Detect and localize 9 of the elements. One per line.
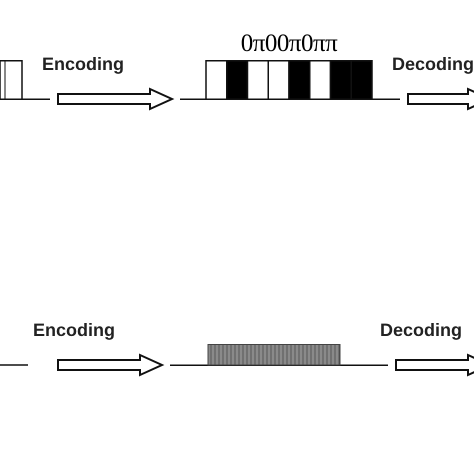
- arrow: [57, 353, 164, 377]
- edge-label: Encoding: [42, 54, 124, 74]
- arrow: [57, 87, 174, 111]
- arrow: [407, 87, 474, 111]
- phase-label: 0π00π0ππ: [240, 30, 338, 58]
- edge-label: Decoding: [380, 320, 462, 340]
- arrow: [395, 353, 474, 377]
- edge-label: Decoding: [392, 54, 474, 74]
- edge-label: Encoding: [33, 320, 115, 340]
